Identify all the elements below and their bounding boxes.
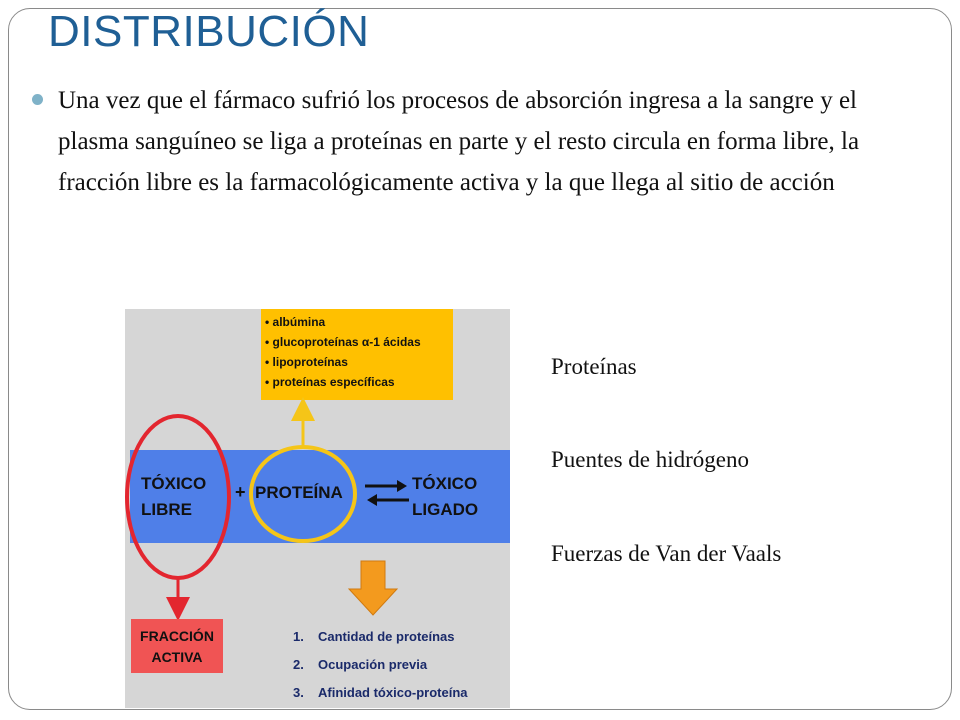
slide-title: DISTRIBUCIÓN [48,7,370,56]
protein-list-item: • albúmina [265,315,326,329]
factor-number: 3. [293,685,304,700]
active-fraction-box [131,619,223,673]
bound-toxic-label: TÓXICO [412,474,477,493]
blood-band [130,450,510,543]
protein-list-item: • proteínas específicas [265,375,395,389]
factor-number: 2. [293,657,304,672]
side-label-van-der-waals: Fuerzas de Van der Vaals [551,541,782,566]
protein-label: PROTEÍNA [255,483,343,502]
protein-list-box [261,309,453,400]
diagram-svg: • albúmina • glucoproteínas α-1 ácidas •… [125,309,510,700]
side-label-hydrogen-bonds: Puentes de hidrógeno [551,447,750,472]
bullet-text: Una vez que el fármaco sufrió los proces… [58,87,860,196]
bound-toxic-label: LIGADO [412,500,478,519]
protein-circle [249,445,357,543]
factors-down-arrow-icon [347,560,399,616]
bullet-dot-icon [32,94,43,105]
slide-frame [8,8,952,710]
plus-sign: + [235,482,246,502]
factor-text: Cantidad de proteínas [318,629,455,644]
active-fraction-label: ACTIVA [151,649,202,665]
free-toxic-label: LIBRE [141,500,192,519]
factor-text: Ocupación previa [318,657,428,672]
free-toxic-label: TÓXICO [141,474,206,493]
side-label-proteins: Proteínas [551,354,637,379]
active-fraction-label: FRACCIÓN [140,627,214,644]
factor-text: Afinidad tóxico-proteína [318,685,468,700]
bullet-item: Una vez que el fármaco sufrió los proces… [30,80,900,203]
factor-number: 1. [293,629,304,644]
protein-list-item: • glucoproteínas α-1 ácidas [265,335,421,349]
equilibrium-arrows-icon [365,480,409,506]
protein-binding-diagram: • albúmina • glucoproteínas α-1 ácidas •… [125,309,510,708]
protein-list-item: • lipoproteínas [265,355,348,369]
